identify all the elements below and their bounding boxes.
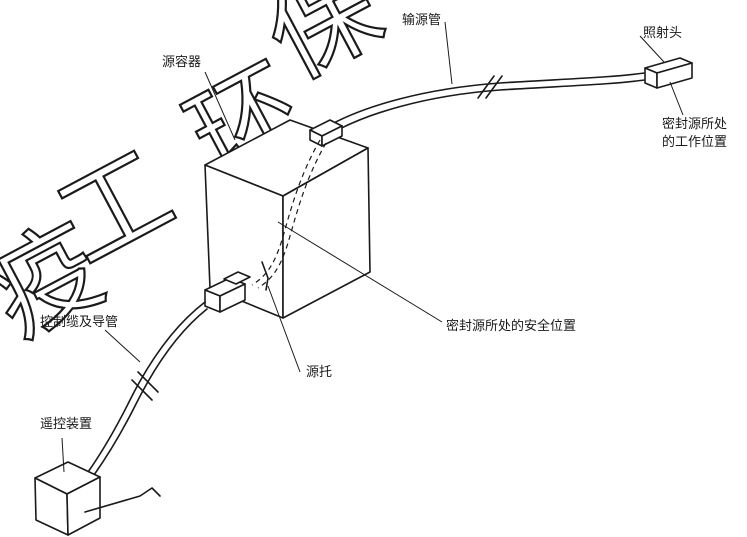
label-source-holder: 源托 [306,365,332,380]
label-transport-tube: 输源管 [402,12,441,28]
labels: 源容器 输源管 照射头 密封源所处 的工作位置 密封源所处的安全位置 源托 控制… [40,12,727,432]
label-control-cable: 控制缆及导管 [40,314,118,330]
transport-tube [317,71,653,140]
irradiation-head [644,57,693,89]
cable-break-mark [137,371,159,393]
source-holder-rod [261,261,269,291]
remote-control-unit [34,461,161,536]
label-source-container: 源容器 [162,54,201,70]
source-container-box [204,119,371,319]
control-cable [87,301,208,476]
label-working-position-line2: 的工作位置 [662,134,727,150]
leader-lines [61,21,684,473]
label-safe-position: 密封源所处的安全位置 [446,318,576,334]
container-right-face [282,147,371,319]
label-remote-control: 遥控装置 [40,417,92,432]
crank-handle [84,487,161,513]
tube-break-mark [477,75,495,99]
label-working-position-line1: 密封源所处 [662,116,727,132]
label-irradiation-head: 照射头 [643,25,682,41]
